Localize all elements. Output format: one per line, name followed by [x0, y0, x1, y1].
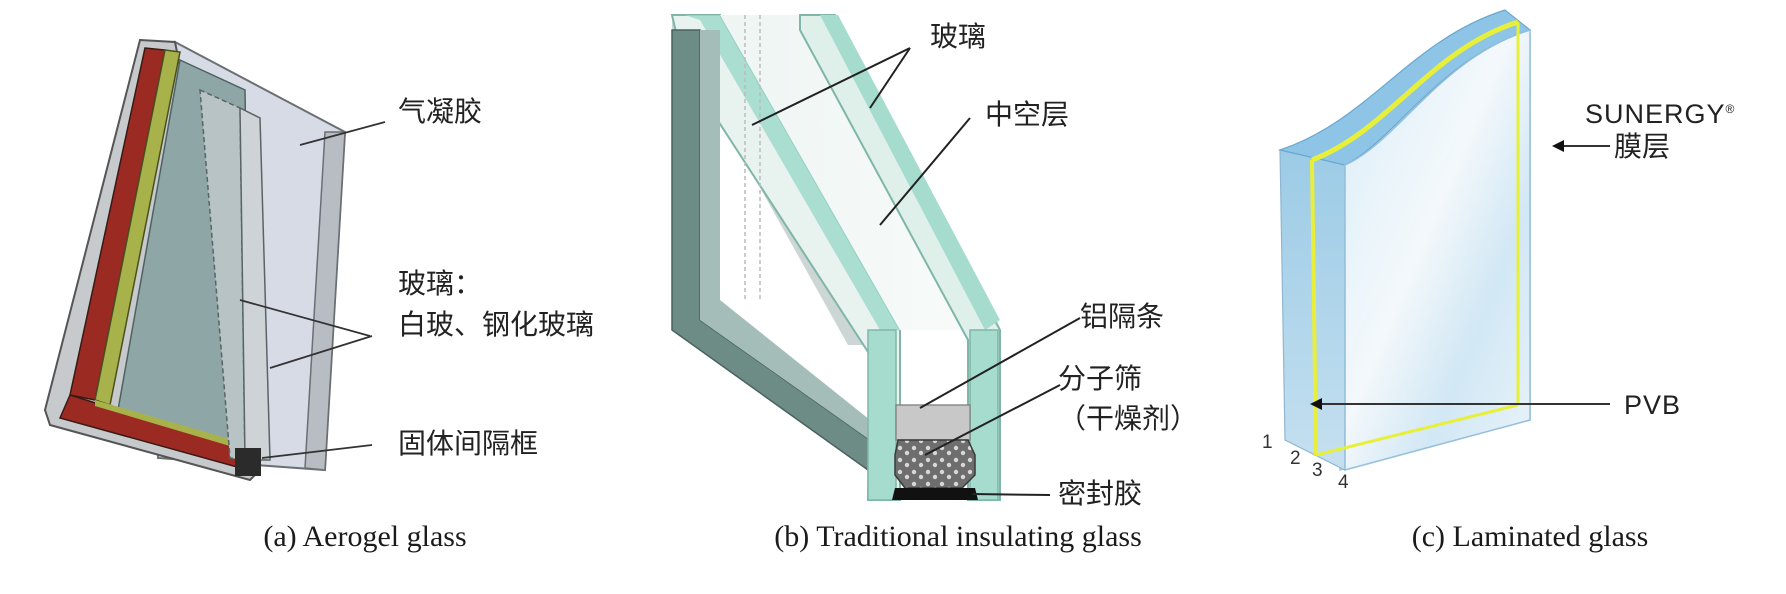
film-arrow-head: [1552, 140, 1564, 152]
label-sealant: 密封胶: [1058, 477, 1143, 510]
brand-text: SUNERGY: [1585, 99, 1726, 129]
pvb-film: [1311, 19, 1519, 163]
label-glass-types: 白玻、钢化玻璃: [398, 308, 595, 341]
label-pvb: PVB: [1624, 390, 1682, 420]
label-cavity: 中空层: [985, 98, 1070, 131]
label-aluminum-spacer: 铝隔条: [1080, 300, 1165, 333]
layer-number-3: 3: [1312, 460, 1323, 481]
label-glass-title: 玻璃：: [398, 267, 483, 300]
panel-c-drawing: [1277, 9, 1610, 471]
label-molecular-sieve: 分子筛: [1058, 362, 1143, 395]
panel-a-drawing: [43, 38, 386, 482]
label-desiccant: （干燥剂）: [1058, 402, 1199, 435]
label-solid-spacer: 固体间隔框: [398, 427, 539, 460]
sealant: [892, 488, 978, 500]
registered-mark: ®: [1725, 102, 1736, 116]
label-film-layer: 膜层: [1614, 130, 1671, 163]
label-sunergy-brand: SUNERGY®: [1585, 90, 1735, 133]
layer-number-1: 1: [1262, 432, 1273, 453]
caption-b: (b) Traditional insulating glass: [774, 520, 1142, 553]
cavity-layer: [720, 15, 980, 330]
aluminum-spacer: [895, 404, 971, 441]
panel-b-drawing: [670, 14, 1081, 501]
label-glass-b: 玻璃: [930, 20, 987, 53]
molecular-sieve: [894, 439, 976, 489]
label-aerogel: 气凝胶: [398, 95, 483, 128]
layer-number-2: 2: [1290, 448, 1301, 469]
caption-a: (a) Aerogel glass: [263, 520, 467, 553]
layer-number-4: 4: [1338, 472, 1349, 493]
solid-spacer-block: [235, 448, 261, 476]
caption-c: (c) Laminated glass: [1411, 520, 1649, 553]
front-glass-pane: [1344, 28, 1531, 471]
pvb-arrow-head: [1310, 398, 1322, 410]
